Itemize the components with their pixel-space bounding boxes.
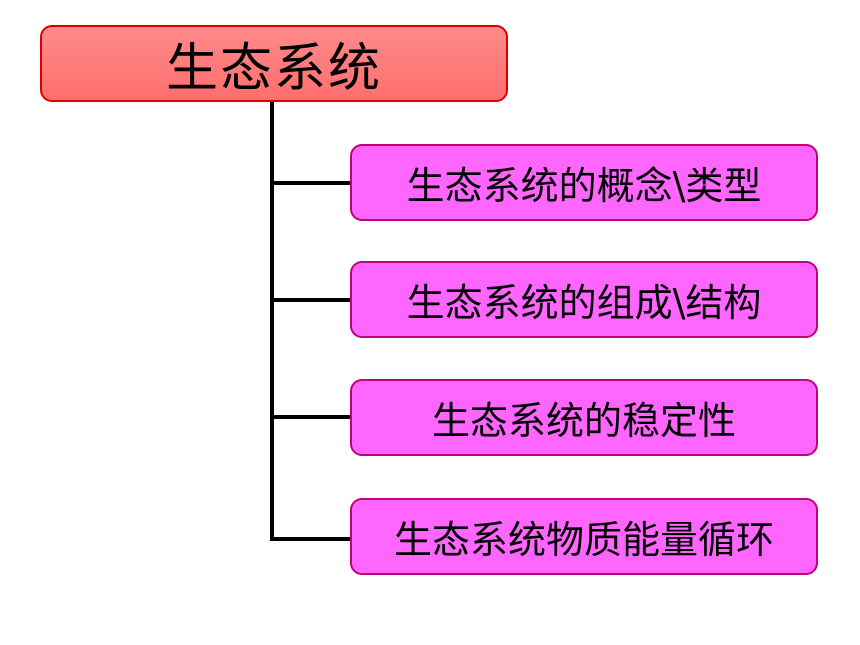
child-node-stability: 生态系统的稳定性 [350,379,818,456]
child-node-concept-type: 生态系统的概念\类型 [350,144,818,221]
connector-branch-4 [270,537,352,541]
child-node-label: 生态系统的稳定性 [431,399,736,443]
connector-branch-2 [270,298,352,302]
child-node-label: 生态系统的概念\类型 [406,164,762,208]
child-node-label: 生态系统的组成\结构 [406,281,762,325]
root-node-label: 生态系统 [165,39,382,99]
connector-branch-3 [270,415,352,419]
child-node-composition-structure: 生态系统的组成\结构 [350,261,818,338]
connector-branch-1 [270,181,352,185]
root-node: 生态系统 [40,25,508,102]
child-node-label: 生态系统物质能量循环 [393,518,774,562]
child-node-material-energy-cycle: 生态系统物质能量循环 [350,498,818,575]
connector-trunk [270,102,274,539]
